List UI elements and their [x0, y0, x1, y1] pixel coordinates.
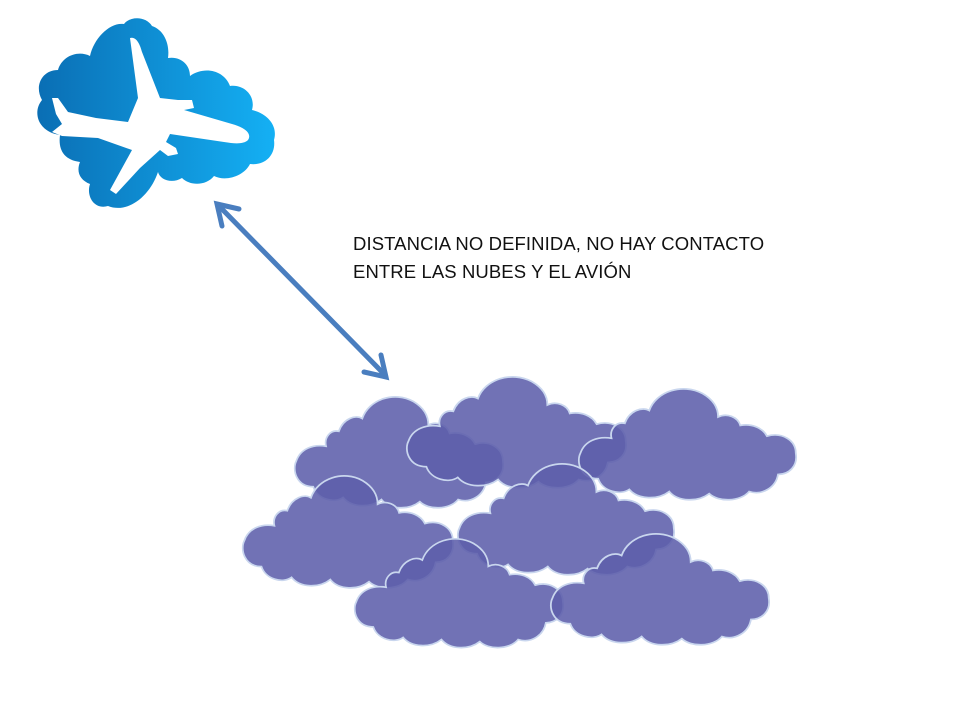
- cloud-3: [577, 387, 798, 501]
- distance-arrow: [213, 200, 390, 381]
- caption-line-1: DISTANCIA NO DEFINIDA, NO HAY CONTACTO: [353, 233, 765, 254]
- caption-text: DISTANCIA NO DEFINIDA, NO HAY CONTACTO E…: [353, 230, 833, 286]
- clouds-group: [241, 375, 798, 649]
- caption-line-2: ENTRE LAS NUBES Y EL AVIÓN: [353, 261, 632, 282]
- airplane-in-cloud-icon: [37, 18, 275, 208]
